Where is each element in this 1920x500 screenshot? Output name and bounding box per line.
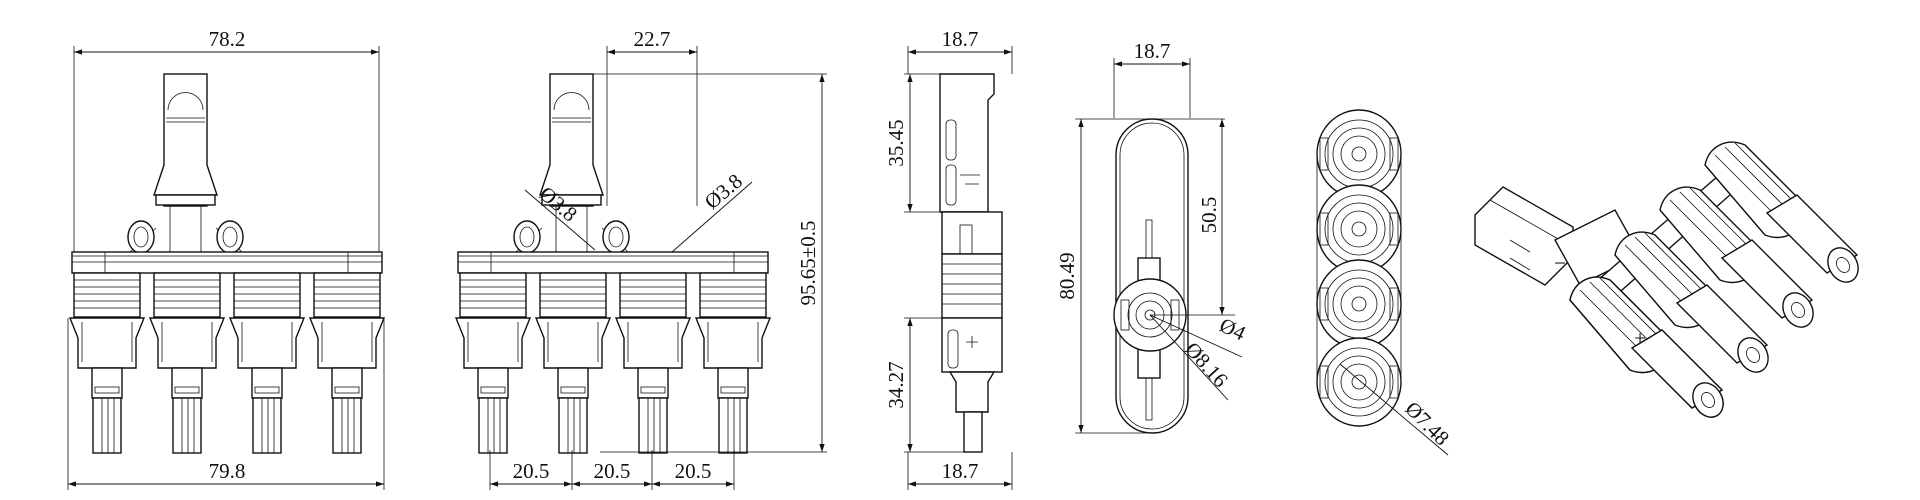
dim-port-dia: Ø7.48 (1400, 397, 1454, 451)
dim-inner-dia: Ø4 (1216, 313, 1250, 346)
dim-bottom-width: 79.8 (209, 459, 246, 483)
dim-top-width: 18.7 (1134, 39, 1171, 63)
isometric-view: + − (1474, 141, 1865, 424)
dim-lower-length: 34.27 (884, 361, 908, 408)
dim-upper-length: 35.45 (884, 119, 908, 166)
top-view: 18.7 80.49 50.5 Ø4 Ø8.16 (1055, 39, 1250, 434)
dim-side-bottom-width: 18.7 (942, 459, 979, 483)
front-view: 78.2 79.8 (67, 27, 384, 490)
dim-length: 80.49 (1055, 252, 1079, 299)
end-view: Ø7.48 (1316, 109, 1454, 456)
rear-view: 22.7 95.65±0.5 Ø3.8 Ø3.8 20.5 20.5 20.5 (456, 27, 827, 490)
minus-mark: − (1554, 251, 1566, 275)
dim-top-width: 78.2 (209, 27, 246, 51)
dim-stem-width: 22.7 (634, 27, 671, 51)
dim-pitch-2: 20.5 (594, 459, 631, 483)
dim-overall-height: 95.65±0.5 (796, 220, 820, 305)
side-view: 18.7 35.45 34.27 18.7 (884, 27, 1013, 490)
dim-offset: 50.5 (1197, 197, 1221, 234)
dim-pitch-1: 20.5 (513, 459, 550, 483)
dim-side-top-width: 18.7 (942, 27, 979, 51)
dim-pitch-3: 20.5 (675, 459, 712, 483)
plus-mark: + (1634, 326, 1646, 350)
